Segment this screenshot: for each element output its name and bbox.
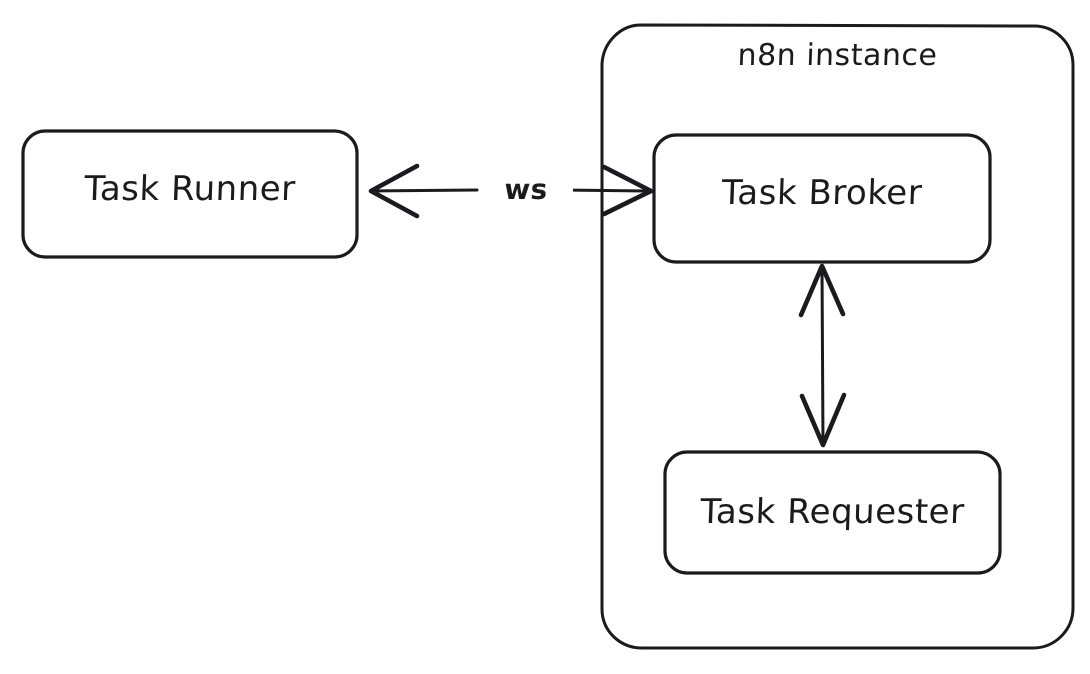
task-broker-box-shape[interactable] bbox=[652, 133, 992, 264]
edge-label-ws: ws bbox=[478, 173, 574, 206]
edge-broker-requester[interactable] bbox=[798, 263, 847, 448]
task-requester-label: Task Requester bbox=[699, 492, 966, 532]
task-runner-label: Task Runner bbox=[83, 169, 297, 209]
task-broker-label: Task Broker bbox=[721, 173, 923, 213]
task-runner-box-shape[interactable] bbox=[21, 129, 359, 259]
edge-runner-broker[interactable] bbox=[368, 163, 654, 219]
n8n-instance-label: n8n instance bbox=[737, 38, 939, 73]
task-requester-box-shape[interactable] bbox=[663, 450, 1002, 575]
